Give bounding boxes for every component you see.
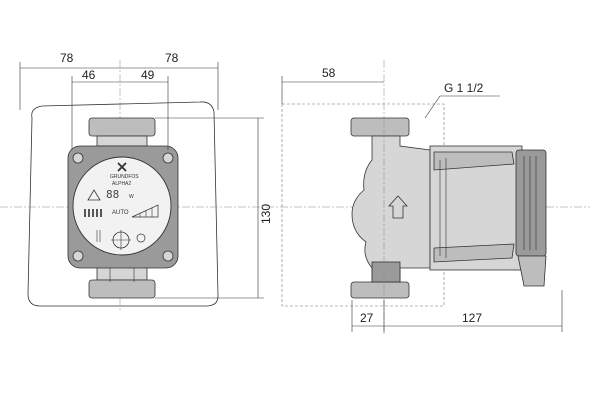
dim-78-right: 78 [165,51,179,65]
model-label: ALPHA2 [112,181,131,187]
warning-icon [87,189,101,201]
electrical-plug [517,255,547,287]
motor-end-cap [515,149,547,257]
auto-mode-label: AUTO [112,210,129,216]
flow-arrow-icon [388,195,408,219]
select-button-cross [111,230,131,250]
screw-icon [72,250,84,262]
motor-bottom-fin [433,243,515,263]
motor-ribs [439,158,447,258]
motor-top-fin [433,151,515,171]
screw-icon [162,250,174,262]
unit-label: W [129,194,134,200]
control-panel [72,156,172,256]
dim-127: 127 [462,311,482,325]
front-housing-outline [27,101,219,307]
side-bottom-flange [350,281,410,299]
curve-indicator-icon [131,204,159,218]
grundfos-logo-icon [117,162,127,172]
bottom-ribs [109,266,135,282]
dim-78-left: 78 [60,51,74,65]
side-lower-neck [371,261,401,283]
dim-130: 130 [259,204,273,224]
dim-58: 58 [322,66,336,80]
indicator-marks [96,230,101,242]
bottom-flange [88,279,156,299]
curve-steps [139,208,153,217]
display-digits: 88 [106,188,119,201]
brand-label: GRUNDFOS [110,174,139,180]
side-pump-housing [351,135,431,283]
dim-27: 27 [360,311,374,325]
dim-49: 49 [141,68,155,82]
end-cap-lines [523,156,537,250]
top-flange [88,117,156,137]
thread-label: G 1 1/2 [444,81,484,95]
side-top-flange [350,117,410,137]
top-neck [96,135,148,147]
dim-46: 46 [82,68,96,82]
thread-leader-line [424,95,441,119]
front-view: GRUNDFOS ALPHA2 88 W AUTO 78 78 46 [0,51,590,312]
indicator-led-icon [136,233,146,243]
side-view: 58 G 1 1/2 27 127 [281,60,563,334]
mode-bars [84,209,102,217]
screw-icon [162,152,174,164]
screw-icon [72,152,84,164]
